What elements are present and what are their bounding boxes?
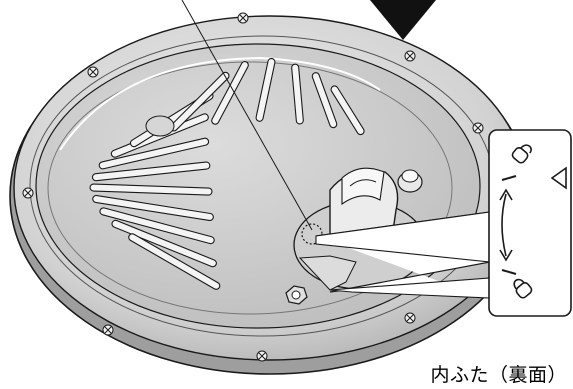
screw-icon — [405, 313, 415, 323]
screw-icon — [88, 67, 98, 77]
lid-recess — [146, 116, 174, 136]
screw-icon — [257, 351, 267, 361]
screw-icon — [23, 188, 33, 198]
lock-detail-panel — [489, 130, 571, 316]
screw-icon — [103, 325, 113, 335]
figure-caption: 内ふた（裏面） — [430, 360, 567, 387]
screw-icon — [238, 13, 248, 23]
screw-icon — [405, 51, 415, 61]
screw-icon — [473, 123, 483, 133]
